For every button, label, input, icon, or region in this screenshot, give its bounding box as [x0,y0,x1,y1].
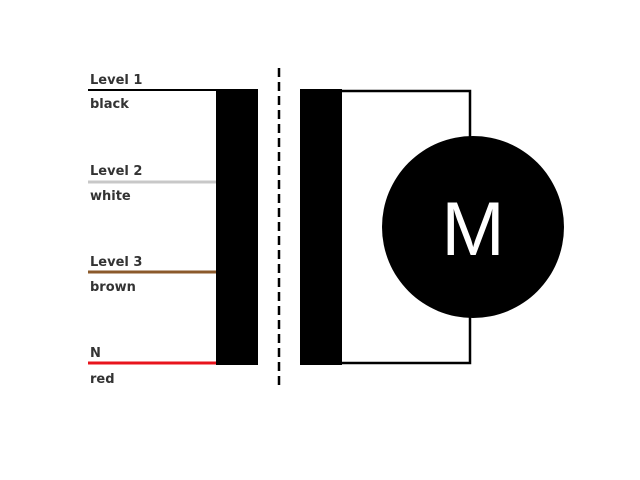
wire-level-label: N [90,346,101,361]
wire-neutral: N red [88,346,216,387]
wire-level-1: Level 1 black [88,73,216,112]
wire-color-label: black [90,97,129,112]
motor: M [382,136,564,318]
wire-color-label: brown [90,280,136,295]
motor-letter: M [441,187,504,272]
primary-winding-block [216,89,258,365]
motor-circle [382,136,564,318]
wire-level-label: Level 2 [90,164,142,179]
wire-level-3: Level 3 brown [88,255,216,295]
wire-level-label: Level 3 [90,255,142,270]
wire-level-2: Level 2 white [88,164,216,204]
secondary-winding-block [300,89,342,365]
wire-color-label: red [90,372,115,387]
wire-level-label: Level 1 [90,73,142,88]
wire-color-label: white [90,189,131,204]
